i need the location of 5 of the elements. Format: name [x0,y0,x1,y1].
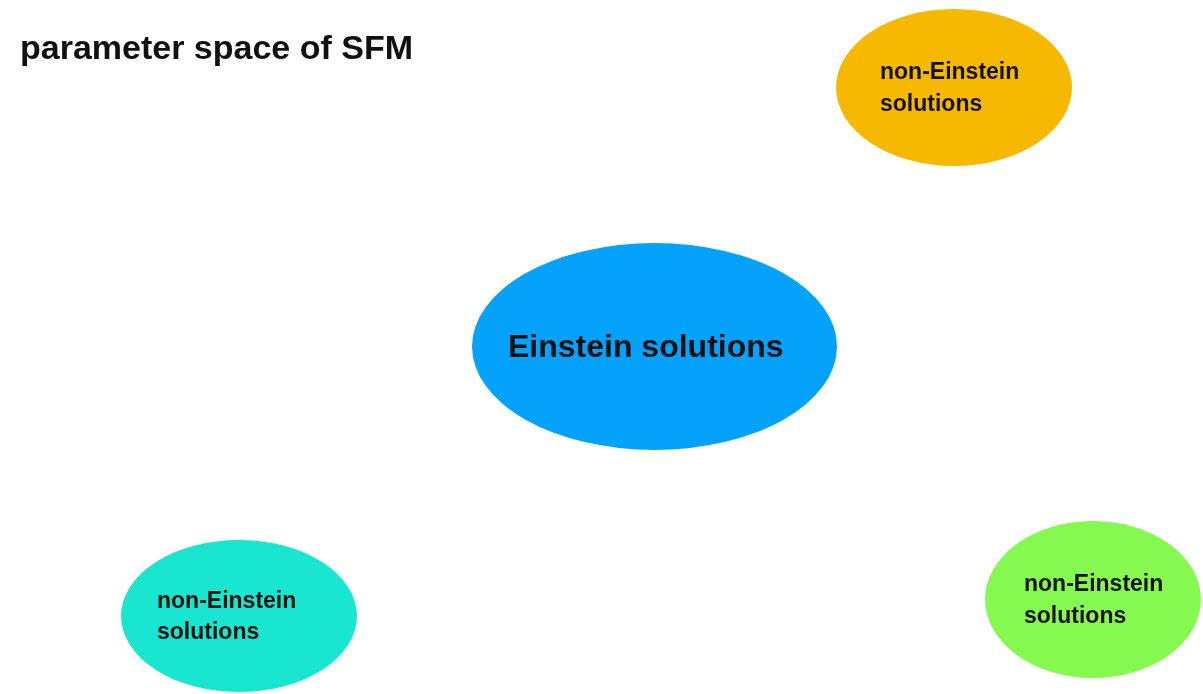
node-label: non-Einstein solutions [1024,569,1165,630]
node-label: non-Einstein solutions [157,585,298,646]
node-label: Einstein solutions [508,326,784,366]
diagram-title: parameter space of SFM [20,28,414,67]
node-label: non-Einstein solutions [880,57,1021,118]
